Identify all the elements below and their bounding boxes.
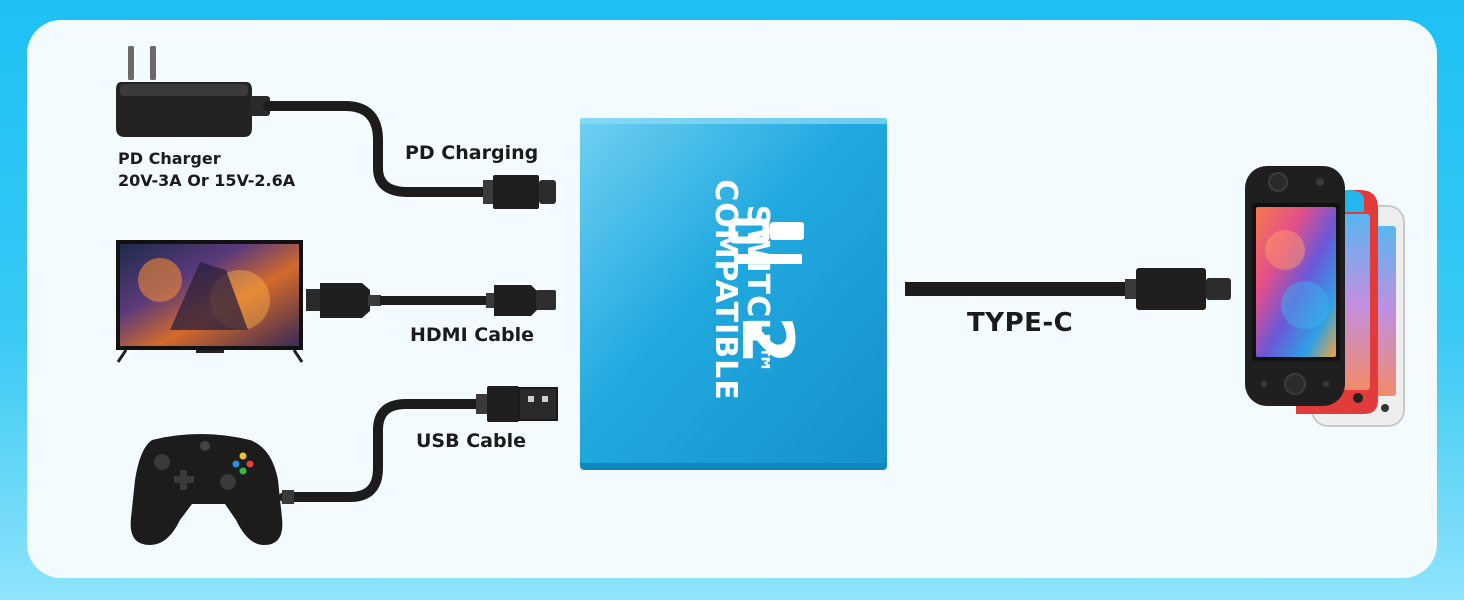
switch-logo-icon — [728, 218, 804, 264]
hub-logo-number: 2 — [726, 315, 808, 365]
usb-cable-label: USB Cable — [416, 430, 526, 452]
pd-charging-cable — [263, 101, 493, 197]
hub-line1: SWITCH™ — [740, 204, 775, 376]
typec-connector — [1125, 268, 1231, 310]
tv-icon — [116, 240, 304, 363]
usb-connector — [476, 386, 558, 422]
hub-line2: COMPATIBLE — [708, 179, 743, 401]
hdmi-cable-label: HDMI Cable — [410, 324, 535, 346]
charger-label: PD Charger 20V-3A Or 15V-2.6A — [118, 148, 295, 192]
controller-icon — [130, 434, 283, 545]
typec-label: TYPE-C — [967, 308, 1074, 338]
charger-name: PD Charger — [118, 149, 221, 168]
charger-icon — [116, 46, 270, 137]
switch-console-black — [1245, 166, 1345, 406]
usb-cable — [279, 399, 489, 502]
typec-cable — [905, 282, 1125, 296]
hub-device — [580, 118, 887, 470]
usb-cable-boot — [282, 490, 294, 504]
hdmi-cable — [306, 283, 556, 318]
charger-spec: 20V-3A Or 15V-2.6A — [118, 171, 296, 190]
hub-branding: SWITCH™ COMPATIBLE — [672, 130, 775, 450]
pd-charging-connector — [483, 175, 556, 209]
pd-charging-label: PD Charging — [405, 142, 539, 164]
